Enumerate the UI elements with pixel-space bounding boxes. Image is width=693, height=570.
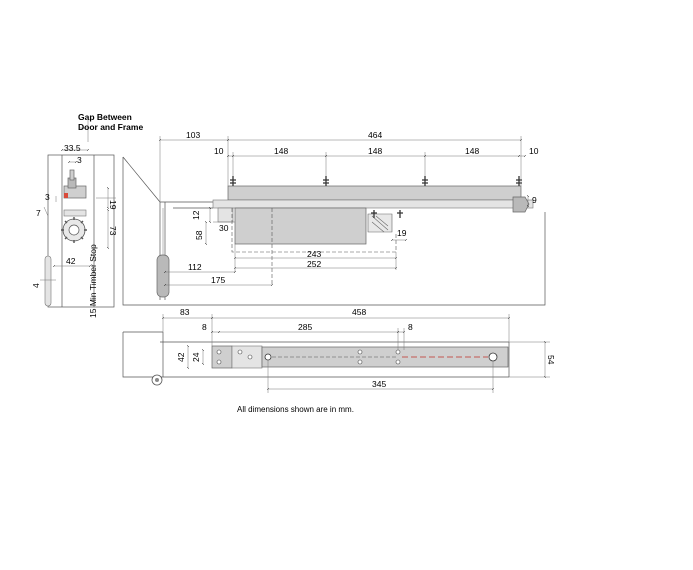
gap-label-line1: Gap Between: [78, 112, 132, 122]
closer-body: [234, 207, 367, 245]
plan-view-frame: [122, 332, 509, 378]
units-note: All dimensions shown are in mm.: [237, 405, 354, 414]
dim-73: 73: [108, 226, 118, 236]
rail-screws: [230, 176, 522, 218]
dim-10-right: 10: [529, 146, 539, 156]
dim-12: 12: [191, 210, 201, 220]
dim-19: 19: [397, 228, 407, 238]
side-view: Gap Between Door and Frame 33.5 3 3 7 19…: [31, 112, 143, 318]
dim-3-left: 3: [45, 192, 50, 202]
dim-4: 4: [31, 283, 41, 288]
dim-112: 112: [188, 262, 202, 272]
dim-148-c: 148: [465, 146, 479, 156]
dim-42: 42: [66, 256, 76, 266]
dim-9: 9: [532, 195, 537, 205]
mounting-plate: [212, 199, 534, 209]
dim-42-plan: 42: [176, 352, 186, 362]
dim-24: 24: [191, 352, 201, 362]
dim-285: 285: [298, 322, 312, 332]
dim-83: 83: [180, 307, 190, 317]
dim-8-right: 8: [408, 322, 413, 332]
dim-8-left: 8: [202, 322, 207, 332]
stop-roller: [44, 255, 52, 307]
dim-103: 103: [186, 130, 200, 140]
dim-243: 243: [307, 249, 321, 259]
dim-30: 30: [219, 223, 229, 233]
dim-252: 252: [307, 259, 321, 269]
front-view-frame: [122, 157, 546, 306]
dim-148-b: 148: [368, 146, 382, 156]
dim-464: 464: [368, 130, 382, 140]
stop-label: 15 Min Timber Stop: [88, 244, 98, 318]
body-gear-icon: [367, 213, 393, 233]
dim-7: 7: [36, 208, 41, 218]
pinion-gear-icon: [61, 217, 87, 243]
gap-label-line2: Door and Frame: [78, 122, 143, 132]
dim-3-top: 3: [77, 155, 82, 165]
dim-54: 54: [546, 355, 556, 365]
side-view-frame: [47, 154, 115, 308]
dim-58: 58: [194, 230, 204, 240]
slide-rail: [227, 185, 522, 201]
front-view: 103 464 10 148 148 148 10 9 12 30 58 19 …: [122, 130, 546, 306]
plan-rail: [261, 346, 509, 368]
plan-view: 83 458 8 285 8 42 24 54 345: [122, 307, 556, 393]
dim-458: 458: [352, 307, 366, 317]
dim-345: 345: [372, 379, 386, 389]
dim-175: 175: [211, 275, 225, 285]
arm-roller: [156, 254, 170, 298]
dim-19: 19: [108, 200, 118, 210]
plan-end-block: [211, 345, 233, 369]
dim-33-5: 33.5: [64, 143, 81, 153]
dim-10-left: 10: [214, 146, 224, 156]
dim-148-a: 148: [274, 146, 288, 156]
